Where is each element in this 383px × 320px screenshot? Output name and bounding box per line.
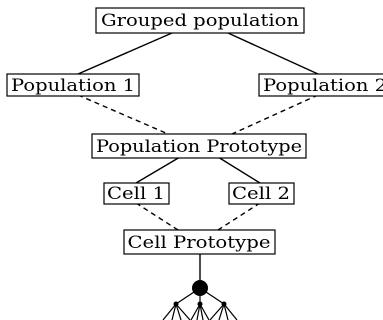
- node-population-2-label: Population 2: [263, 76, 383, 96]
- neuron-branch-node-middle: [197, 301, 203, 307]
- node-population-1-label: Population 1: [11, 76, 135, 96]
- node-grouped-population-label: Grouped population: [101, 11, 299, 31]
- node-population-1: Population 1: [6, 73, 140, 97]
- node-population-prototype: Population Prototype: [91, 133, 307, 159]
- neuron-branch-node-left: [173, 301, 179, 307]
- node-grouped-population: Grouped population: [95, 7, 305, 34]
- edge-prototype-cell2: [217, 156, 261, 184]
- node-cell-2: Cell 2: [228, 182, 295, 205]
- neuron-branches: [162, 287, 238, 320]
- node-cell-2-label: Cell 2: [232, 184, 290, 204]
- edges: [77, 32, 319, 285]
- edge-prototype-cell1: [135, 156, 181, 184]
- node-cell-1-label: Cell 1: [107, 184, 165, 204]
- edge-population2-prototype: [231, 94, 319, 135]
- node-cell-prototype: Cell Prototype: [123, 229, 276, 255]
- edge-population1-prototype: [77, 94, 169, 135]
- neuron-tree: [162, 280, 238, 320]
- node-population-2: Population 2: [258, 73, 383, 97]
- neuron-branch-node-right: [221, 301, 227, 307]
- node-cell-prototype-label: Cell Prototype: [128, 233, 271, 253]
- node-cell-1: Cell 1: [103, 182, 170, 205]
- edge-cell2-cellprototype: [217, 202, 261, 231]
- edge-grouped-population2: [227, 32, 319, 75]
- node-population-prototype-label: Population Prototype: [96, 137, 302, 157]
- edge-grouped-population1: [77, 32, 173, 75]
- edge-cell1-cellprototype: [135, 202, 179, 231]
